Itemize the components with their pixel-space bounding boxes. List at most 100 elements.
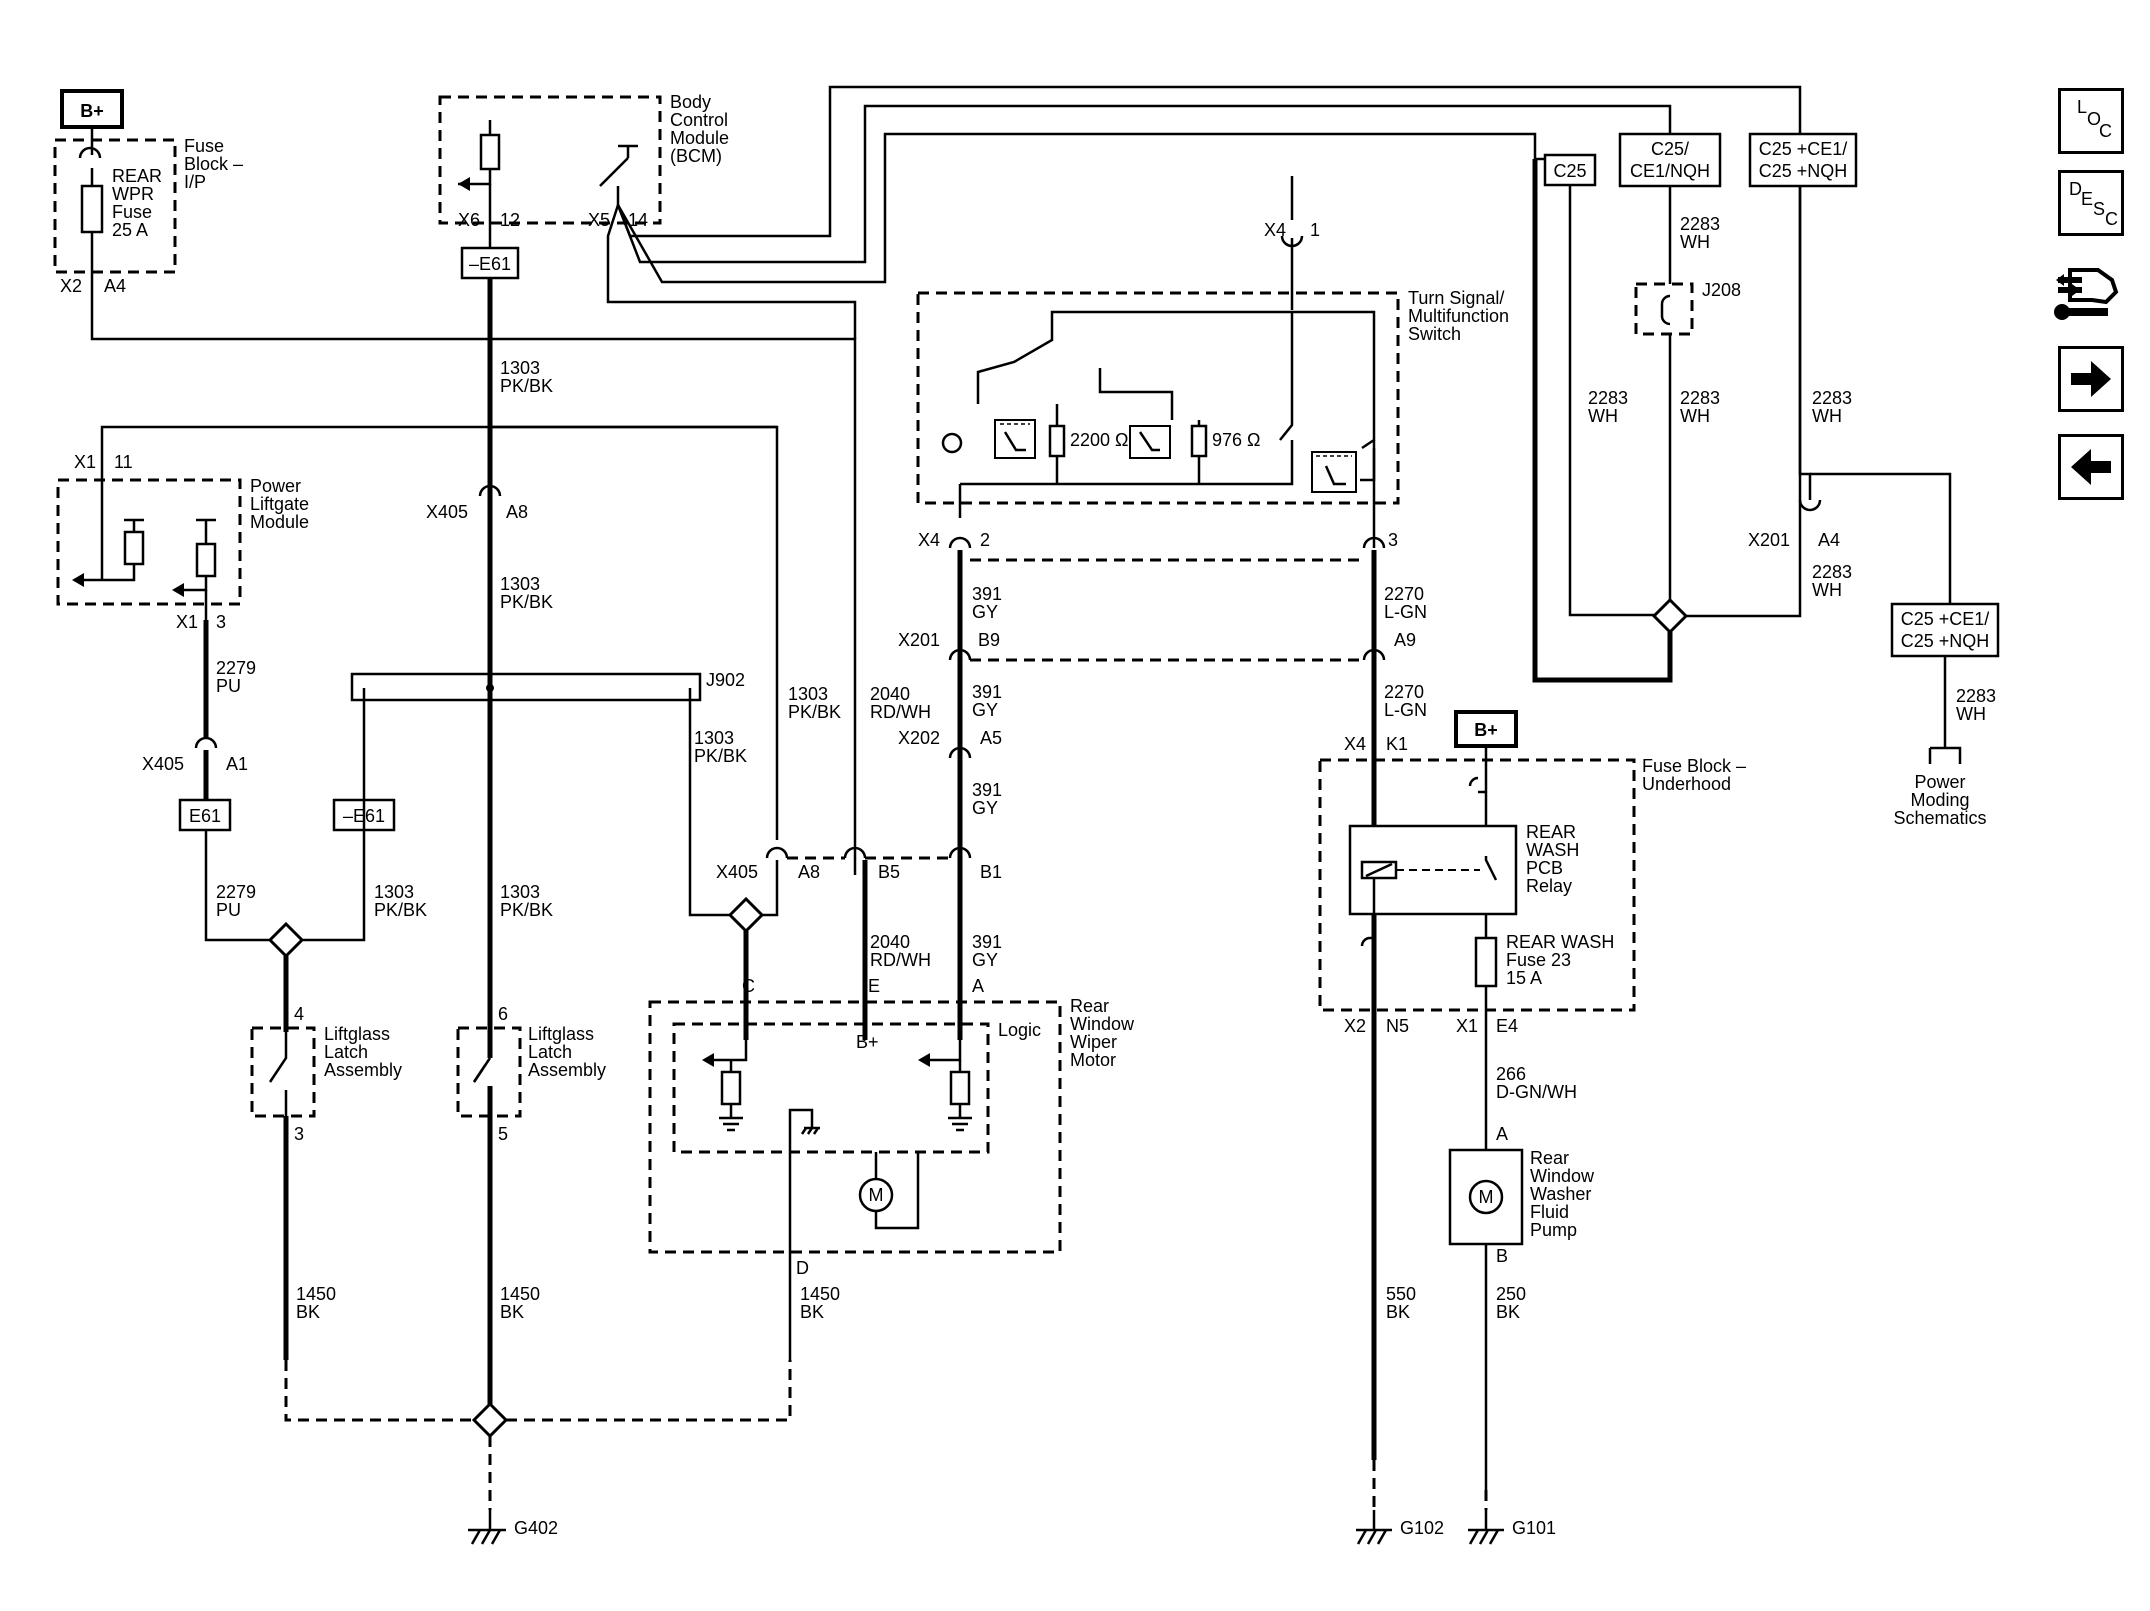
- connector-label: X6: [458, 210, 480, 230]
- relay-label: REAR: [1526, 822, 1576, 842]
- connector-label: 3: [1388, 530, 1398, 550]
- pump-motor-symbol: M: [1479, 1187, 1494, 1207]
- connector-label: A8: [506, 502, 528, 522]
- previous-page-button[interactable]: [2058, 434, 2124, 500]
- option-box-c25-ce1: C25/: [1651, 139, 1689, 159]
- bplus-motor-label: B+: [856, 1032, 879, 1052]
- option-box-c25-ce1-nqh-right: C25 +CE1/: [1901, 609, 1990, 629]
- pin-label: C: [742, 976, 755, 996]
- power-moding-label: Power: [1914, 772, 1965, 792]
- wire-label: 2279: [216, 658, 256, 678]
- loc-icon: L O C: [2077, 97, 2112, 141]
- connector-tool-icon: [2054, 268, 2119, 320]
- connector-label: N5: [1386, 1016, 1409, 1036]
- pin-label: A: [1496, 1124, 1508, 1144]
- wire-label: 1303: [694, 728, 734, 748]
- option-box-c25: C25: [1553, 161, 1586, 181]
- connector-label: X405: [426, 502, 468, 522]
- wire-label: PK/BK: [374, 900, 427, 920]
- wire-label: 266: [1496, 1064, 1526, 1084]
- logic-label: Logic: [998, 1020, 1041, 1040]
- pin-label: A: [972, 976, 984, 996]
- wire-label: 1303: [788, 684, 828, 704]
- wire-label: 1303: [500, 358, 540, 378]
- wire-label: 1303: [500, 882, 540, 902]
- wire-label: L-GN: [1384, 602, 1427, 622]
- connector-label: 14: [628, 210, 648, 230]
- arrow-left-icon: [2071, 449, 2111, 485]
- wire-label: WH: [1956, 704, 1986, 724]
- wire-label: 250: [1496, 1284, 1526, 1304]
- latch-label: Latch: [528, 1042, 572, 1062]
- ground-g402-label: G402: [514, 1518, 558, 1538]
- wire-label: WH: [1812, 406, 1842, 426]
- pin-label: B: [1496, 1246, 1508, 1266]
- wire-label: PU: [216, 900, 241, 920]
- liftglass-latch-left: 4 Liftglass Latch Assembly 3: [250, 1004, 402, 1144]
- connector-label: A9: [1394, 630, 1416, 650]
- connector-tool-button[interactable]: [2052, 256, 2124, 326]
- wire-label: 1450: [800, 1284, 840, 1304]
- desc-e: E: [2081, 189, 2093, 209]
- wire-label: WH: [1680, 406, 1710, 426]
- wire-label: PK/BK: [500, 900, 553, 920]
- wire-label: BK: [500, 1302, 524, 1322]
- wire-label: 391: [972, 780, 1002, 800]
- description-button[interactable]: D E S C: [2058, 170, 2124, 236]
- wiper-motor-label: Window: [1070, 1014, 1135, 1034]
- fuse-block-underhood: B+ X4 K1 Fuse Block – Underhood REAR WAS…: [1318, 710, 1746, 1036]
- wire-label: WH: [1812, 580, 1842, 600]
- wire-label: 2283: [1588, 388, 1628, 408]
- arrow-right-icon: [2071, 361, 2111, 397]
- location-button[interactable]: L O C: [2058, 88, 2124, 154]
- liftgate-label: Module: [250, 512, 309, 532]
- bplus-label: B+: [80, 101, 104, 121]
- connector-j208: J208: [1702, 280, 1741, 300]
- connector-label: B9: [978, 630, 1000, 650]
- connector-label: A8: [798, 862, 820, 882]
- ground-g101-label: G101: [1512, 1518, 1556, 1538]
- bcm-label: Body: [670, 92, 711, 112]
- loc-l: L: [2077, 97, 2087, 117]
- connector-label: A1: [226, 754, 248, 774]
- option-box-c25-ce1-nqh: C25 +CE1/: [1759, 139, 1848, 159]
- wiper-motor-label: Wiper: [1070, 1032, 1117, 1052]
- connector-label: X201: [898, 630, 940, 650]
- wire-label: BK: [296, 1302, 320, 1322]
- bplus-underhood-label: B+: [1474, 720, 1498, 740]
- wire-label: GY: [972, 700, 998, 720]
- connector-label: K1: [1386, 734, 1408, 754]
- wire-label: D-GN/WH: [1496, 1082, 1577, 1102]
- wire-label: 1303: [374, 882, 414, 902]
- wire-label: PK/BK: [788, 702, 841, 722]
- switch-label: Multifunction: [1408, 306, 1509, 326]
- power-liftgate-module: X1 11 Power Liftgate Module X1 3: [56, 425, 777, 632]
- wire-label: 391: [972, 584, 1002, 604]
- fuse-block-ip-label: Block –: [184, 154, 243, 174]
- connector-label: 11: [114, 452, 133, 472]
- liftgate-label: Liftgate: [250, 494, 309, 514]
- wash-fuse-label: REAR WASH: [1506, 932, 1614, 952]
- wire-label: 2283: [1680, 388, 1720, 408]
- desc-icon: D E S C: [2069, 179, 2118, 229]
- latch-label: Liftglass: [528, 1024, 594, 1044]
- wire-label: PU: [216, 676, 241, 696]
- pump-label: Pump: [1530, 1220, 1577, 1240]
- next-page-button[interactable]: [2058, 346, 2124, 412]
- relay-label: PCB: [1526, 858, 1563, 878]
- wire-label: PK/BK: [500, 592, 553, 612]
- rear-wpr-fuse-label: REAR: [112, 166, 162, 186]
- connector-label: E4: [1496, 1016, 1518, 1036]
- wire-label: WH: [1680, 232, 1710, 252]
- connector-label: X1: [1456, 1016, 1478, 1036]
- wire-label: 2040: [870, 932, 910, 952]
- wire-label: 391: [972, 932, 1002, 952]
- connector-label: A5: [980, 728, 1002, 748]
- bcm-label: Control: [670, 110, 728, 130]
- pin-label: 6: [498, 1004, 508, 1024]
- option-box-c25-ce1: CE1/NQH: [1630, 161, 1710, 181]
- liftglass-latch-right: 6 Liftglass Latch Assembly 5: [456, 1004, 606, 1144]
- resistor-2200-label: 2200 Ω: [1070, 430, 1129, 450]
- bcm-label: Module: [670, 128, 729, 148]
